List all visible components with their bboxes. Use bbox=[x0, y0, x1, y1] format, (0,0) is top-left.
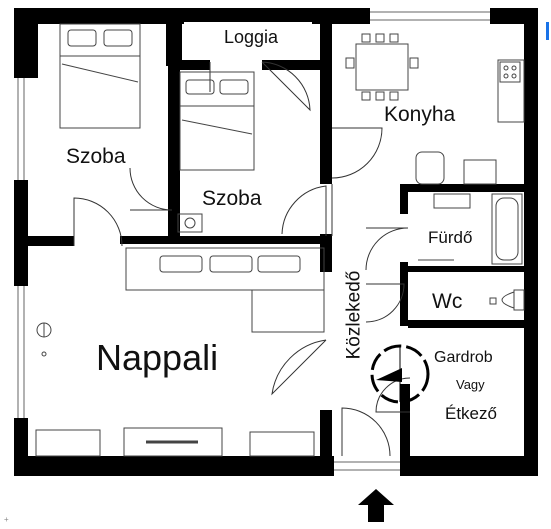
doors bbox=[73, 61, 411, 457]
room-label-etkezo: Étkező bbox=[445, 404, 497, 423]
room-label-konyha: Konyha bbox=[384, 103, 456, 126]
corner-mark: + bbox=[4, 515, 9, 524]
windows bbox=[17, 11, 490, 471]
furniture bbox=[35, 23, 525, 457]
exterior-walls bbox=[14, 8, 538, 476]
interior-walls bbox=[24, 8, 538, 476]
room-label-furdo: Fürdő bbox=[428, 228, 473, 247]
room-label-szoba-2: Szoba bbox=[202, 187, 262, 210]
room-label-vagy: Vagy bbox=[456, 377, 485, 392]
room-label-szoba-1: Szoba bbox=[66, 145, 126, 168]
room-label-gardrob: Gardrob bbox=[434, 349, 493, 366]
room-label-loggia: Loggia bbox=[224, 27, 279, 47]
edge-accent bbox=[546, 22, 549, 40]
compass-icon bbox=[370, 344, 430, 404]
room-label-nappali: Nappali bbox=[96, 337, 219, 378]
room-label-wc: Wc bbox=[432, 290, 463, 313]
room-label-kozlekedo: Közlekedő bbox=[343, 270, 365, 360]
entrance-arrow-icon bbox=[358, 489, 394, 522]
